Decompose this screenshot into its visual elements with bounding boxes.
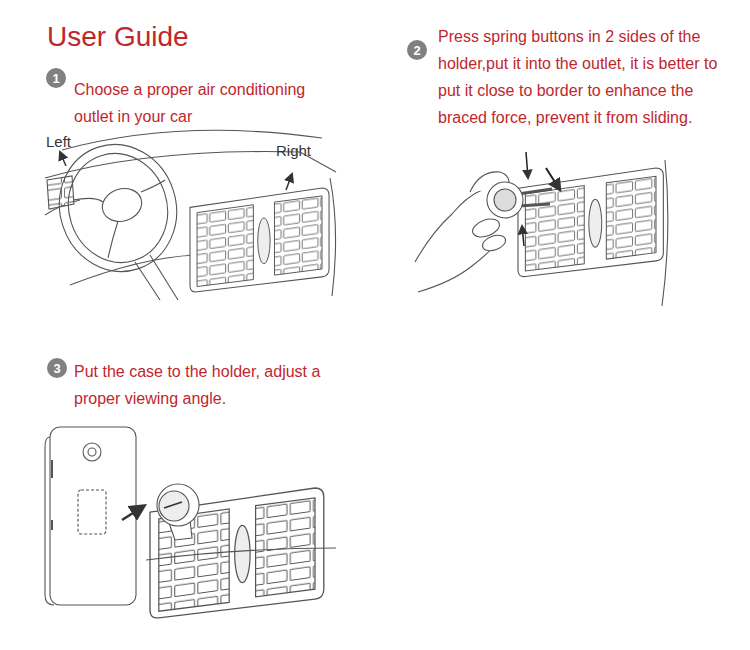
magnet-plate: [78, 490, 106, 534]
step-number-circle: 2: [407, 40, 427, 60]
camera: [83, 443, 101, 461]
insert-arrow: [546, 168, 560, 190]
air-vent: [518, 168, 663, 277]
steering-wheel: [43, 129, 193, 287]
hand-outline: [415, 190, 482, 262]
guide-title: User Guide: [47, 20, 189, 54]
step-number: 3: [53, 361, 60, 376]
press-arrow: [526, 152, 528, 178]
steering-spoke: [73, 180, 165, 258]
steering-hub: [98, 184, 146, 227]
step-instruction: Choose a proper air conditioning outlet …: [74, 76, 342, 130]
phone-button: [51, 460, 53, 478]
air-vent: [150, 488, 324, 618]
step-number: 1: [52, 71, 59, 86]
holder-disc: [157, 484, 199, 526]
direction-arrow: [286, 174, 292, 190]
direction-label: Left: [46, 133, 71, 151]
step-instruction: Put the case to the holder, adjust a pro…: [74, 358, 342, 412]
steering-column: [135, 255, 178, 300]
dashboard-edge: [662, 160, 668, 306]
attach-arrow: [122, 506, 144, 520]
camera: [88, 448, 96, 456]
phone-button: [51, 520, 53, 530]
finger: [480, 232, 507, 253]
holder-clip: [518, 189, 552, 194]
holder-disc: [494, 189, 516, 211]
phone-case: [50, 427, 136, 605]
dashboard-edge: [330, 178, 336, 296]
steering-wheel: [54, 141, 181, 276]
step-instruction: Press spring buttons in 2 sides of the h…: [438, 23, 734, 131]
step-number: 2: [413, 43, 420, 58]
direction-label: Right: [276, 142, 311, 160]
air-vent: [190, 188, 329, 292]
step-number-circle: 3: [47, 358, 67, 378]
press-arrow: [522, 226, 524, 246]
step-number-circle: 1: [46, 68, 66, 88]
dashboard-edge: [146, 548, 336, 560]
holder-disc: [487, 182, 523, 218]
direction-arrow: [60, 152, 66, 166]
phone-side: [45, 437, 54, 605]
holder-mark: [164, 502, 182, 508]
holder-disc: [159, 491, 189, 521]
